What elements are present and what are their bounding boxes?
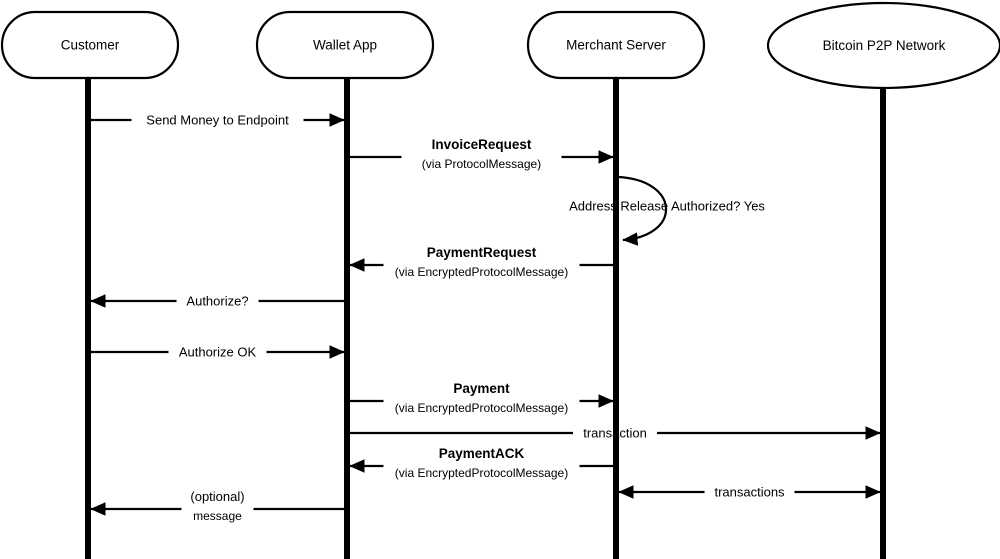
message-payment-request[interactable]: PaymentRequest (via EncryptedProtocolMess… — [349, 245, 613, 279]
actor-label-wallet: Wallet App — [313, 38, 377, 53]
lifeline-bitcoin — [880, 88, 886, 559]
message-label-optional-message: (optional) — [190, 489, 244, 504]
message-payment[interactable]: Payment (via EncryptedProtocolMessage) — [350, 381, 614, 415]
message-label-payment-ack: PaymentACK — [439, 446, 525, 461]
message-authorize-ok[interactable]: Authorize OK — [91, 345, 345, 360]
message-label-transaction: transaction — [583, 426, 647, 441]
message-label-transactions: transactions — [714, 485, 785, 500]
message-sublabel-payment: (via EncryptedProtocolMessage) — [395, 401, 568, 415]
lifeline-merchant — [613, 78, 619, 559]
message-sublabel-payment-ack: (via EncryptedProtocolMessage) — [395, 466, 568, 480]
message-optional-message[interactable]: (optional) message — [90, 489, 344, 523]
actors-group: Customer Wallet App Merchant Server Bitcoin… — [0, 1, 1000, 90]
message-invoice-request[interactable]: InvoiceRequest (via ProtocolMessage) — [350, 137, 614, 171]
actor-box-customer[interactable] — [0, 10, 180, 80]
message-label-payment-request: PaymentRequest — [427, 245, 537, 260]
lifelines-group — [85, 78, 886, 559]
message-transaction[interactable]: transaction — [350, 426, 881, 441]
message-sublabel-payment-request: (via EncryptedProtocolMessage) — [395, 265, 568, 279]
message-authorize-query[interactable]: Authorize? — [90, 294, 344, 309]
actor-box-wallet[interactable] — [255, 10, 435, 80]
actor-label-customer: Customer — [61, 38, 120, 53]
lifeline-wallet — [344, 78, 350, 559]
actor-box-merchant[interactable] — [526, 10, 706, 80]
message-transactions[interactable]: transactions — [618, 485, 881, 500]
message-address-release-self[interactable]: Address Release Authorized? Yes — [569, 175, 765, 246]
lifeline-customer — [85, 78, 91, 559]
message-sublabel-invoice-request: (via ProtocolMessage) — [422, 157, 541, 171]
message-sublabel-optional-message: message — [193, 509, 242, 523]
message-send-money[interactable]: Send Money to Endpoint — [91, 113, 345, 128]
actor-label-bitcoin: Bitcoin P2P Network — [823, 38, 946, 53]
message-label-address-release-self: Address Release Authorized? Yes — [569, 199, 765, 214]
actor-box-bitcoin[interactable] — [766, 1, 1000, 90]
actor-label-merchant: Merchant Server — [566, 38, 666, 53]
message-label-authorize-query: Authorize? — [186, 294, 248, 309]
self-loop-arc — [618, 175, 668, 246]
message-label-invoice-request: InvoiceRequest — [432, 137, 532, 152]
message-label-send-money: Send Money to Endpoint — [146, 113, 289, 128]
message-payment-ack[interactable]: PaymentACK (via EncryptedProtocolMessage) — [349, 446, 613, 480]
message-label-payment: Payment — [453, 381, 510, 396]
message-label-authorize-ok: Authorize OK — [179, 345, 257, 360]
